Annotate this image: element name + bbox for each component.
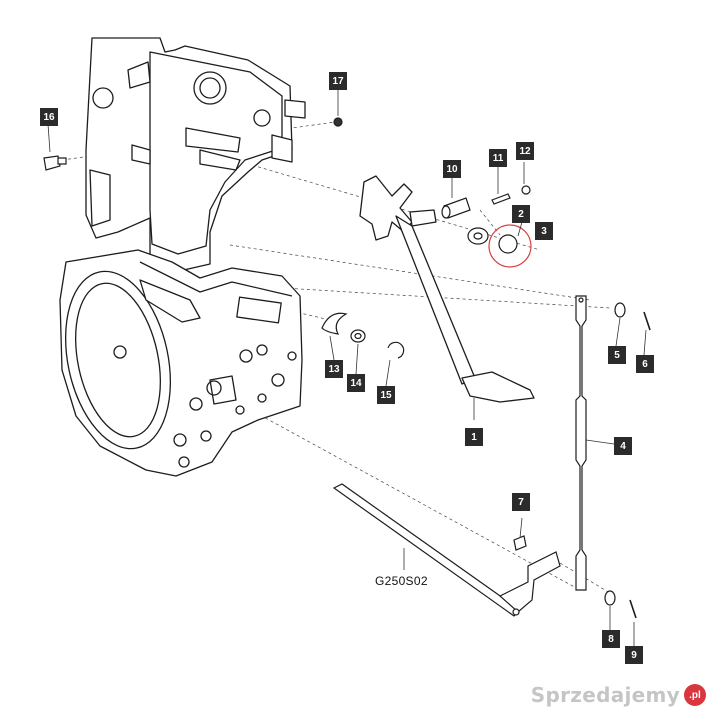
nut-12: [521, 185, 531, 195]
mounting-frame: [85, 37, 306, 273]
callout-4: 4: [614, 437, 632, 455]
callout-14: 14: [347, 374, 365, 392]
washers-pins: [604, 302, 651, 619]
callout-10: 10: [443, 160, 461, 178]
bolt-11: [491, 193, 511, 205]
transmission-housing: [59, 249, 303, 477]
fasteners: [43, 117, 527, 551]
leader-lines: [47, 90, 647, 646]
callout-12: 12: [516, 142, 534, 160]
pedal-hardware: [441, 185, 532, 268]
callout-6: 6: [636, 355, 654, 373]
watermark-logo: Sprzedajemy .pl: [531, 682, 706, 708]
callout-17: 17: [329, 72, 347, 90]
callout-15: 15: [377, 386, 395, 404]
watermark-text: Sprzedajemy: [530, 683, 680, 707]
diagram-reference-code: G250S02: [375, 574, 428, 588]
callout-5: 5: [608, 346, 626, 364]
release-shaft: [332, 483, 561, 617]
small-parts: [321, 312, 405, 359]
callout-8: 8: [602, 630, 620, 648]
callout-3: 3: [535, 222, 553, 240]
callout-11: 11: [489, 149, 507, 167]
circlip-3: [498, 234, 518, 254]
callout-13: 13: [325, 360, 343, 378]
watermark-badge: .pl: [684, 684, 706, 706]
callout-9: 9: [625, 646, 643, 664]
callout-2: 2: [512, 205, 530, 223]
callout-16: 16: [40, 108, 58, 126]
linkage-rod: [575, 295, 587, 591]
callout-7: 7: [512, 493, 530, 511]
clutch-pedal: [359, 175, 535, 403]
callout-1: 1: [465, 428, 483, 446]
